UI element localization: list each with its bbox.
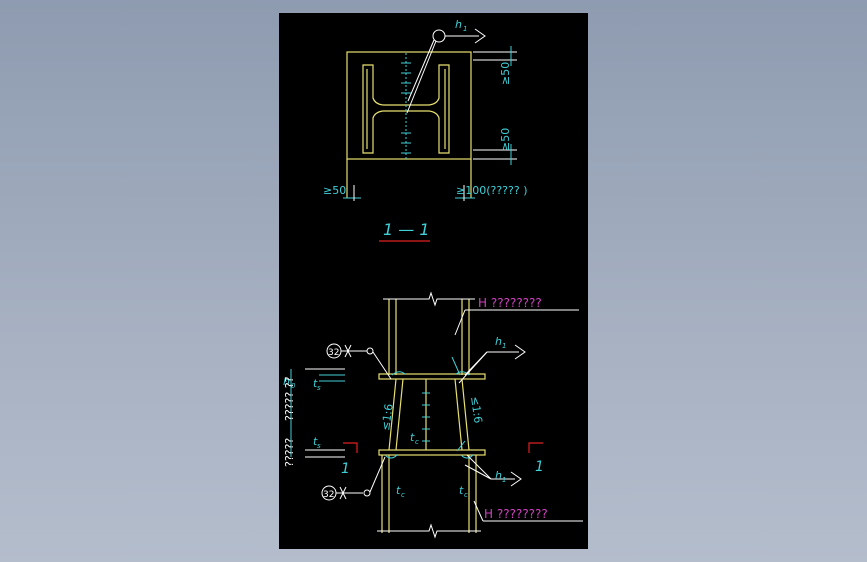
tc-labels: t c t c t c bbox=[396, 431, 468, 499]
lower-flange-plate bbox=[378, 449, 486, 456]
svg-text:h: h bbox=[495, 335, 502, 348]
h-column-top-label: H ???????? bbox=[478, 296, 542, 310]
h1-label: h bbox=[455, 18, 462, 31]
svg-text:1: 1 bbox=[341, 461, 350, 477]
svg-text:1: 1 bbox=[502, 476, 506, 484]
ge50-mid: ≥50 bbox=[499, 128, 512, 151]
section-mark-right: 1 bbox=[528, 442, 544, 475]
svg-text:h: h bbox=[495, 469, 502, 482]
svg-text:c: c bbox=[464, 491, 468, 499]
leader-h1-top: h 1 bbox=[406, 18, 486, 114]
slope-right: ≤1:6 bbox=[468, 396, 485, 424]
section-title: 1 — 1 bbox=[379, 220, 430, 242]
svg-text:32: 32 bbox=[328, 348, 339, 358]
cad-drawing: h 1 ≥50 ≥50 ≥50 ≥100(????? ) 1 — 1 bbox=[283, 18, 583, 539]
base-plate-outline bbox=[346, 51, 472, 160]
drawing-canvas[interactable]: h 1 ≥50 ≥50 ≥50 ≥100(????? ) 1 — 1 bbox=[279, 13, 588, 549]
ge50-top: ≥50 bbox=[499, 62, 512, 85]
svg-text:t: t bbox=[396, 484, 401, 497]
dims-bottom-top: ≥50 ≥100(????? ) bbox=[323, 184, 527, 201]
weld-symbol-lower[interactable]: 32 bbox=[321, 456, 386, 501]
svg-text:32: 32 bbox=[323, 490, 334, 500]
leader-h1-right-upper: h 1 bbox=[458, 335, 526, 384]
slope-left: ≤1:6 bbox=[379, 403, 396, 431]
svg-text:t: t bbox=[313, 377, 318, 390]
leader-h1-right-lower: h 1 bbox=[464, 454, 522, 487]
svg-text:c: c bbox=[401, 491, 405, 499]
weld-symbol-upper[interactable]: 32 bbox=[326, 343, 392, 380]
svg-text:1: 1 bbox=[463, 25, 467, 33]
left-vertical-text-b: ????? bbox=[283, 438, 296, 467]
h-label-top: H ???????? bbox=[454, 296, 579, 336]
svg-text:s: s bbox=[317, 384, 321, 392]
svg-text:s: s bbox=[317, 442, 321, 450]
section-1-1-plate bbox=[346, 51, 472, 198]
svg-text:0: 0 bbox=[291, 382, 296, 390]
ge50-left: ≥50 bbox=[323, 184, 346, 197]
svg-text:h: h bbox=[283, 375, 290, 388]
ge100-label: ≥100(????? ) bbox=[456, 184, 527, 197]
dims-right-top: ≥50 ≥50 bbox=[473, 46, 517, 165]
h-profile bbox=[362, 64, 450, 154]
svg-text:t: t bbox=[459, 484, 464, 497]
h-label-bottom: H ???????? bbox=[473, 500, 583, 522]
svg-text:t: t bbox=[410, 431, 415, 444]
svg-text:1: 1 bbox=[535, 459, 544, 475]
left-vertical-text-a: ????? ?? bbox=[283, 376, 296, 421]
svg-text:1: 1 bbox=[502, 342, 506, 350]
column-elevation bbox=[377, 291, 486, 539]
h-column-bottom-label: H ???????? bbox=[484, 507, 548, 521]
dims-left-elevation: h 0 t s t s ????? ?? ????? bbox=[283, 368, 345, 467]
upper-flange-plate bbox=[378, 373, 486, 380]
section-mark-left: 1 bbox=[341, 442, 358, 477]
svg-text:t: t bbox=[313, 435, 318, 448]
svg-text:c: c bbox=[415, 438, 419, 446]
section-1-1-label: 1 — 1 bbox=[383, 220, 430, 239]
